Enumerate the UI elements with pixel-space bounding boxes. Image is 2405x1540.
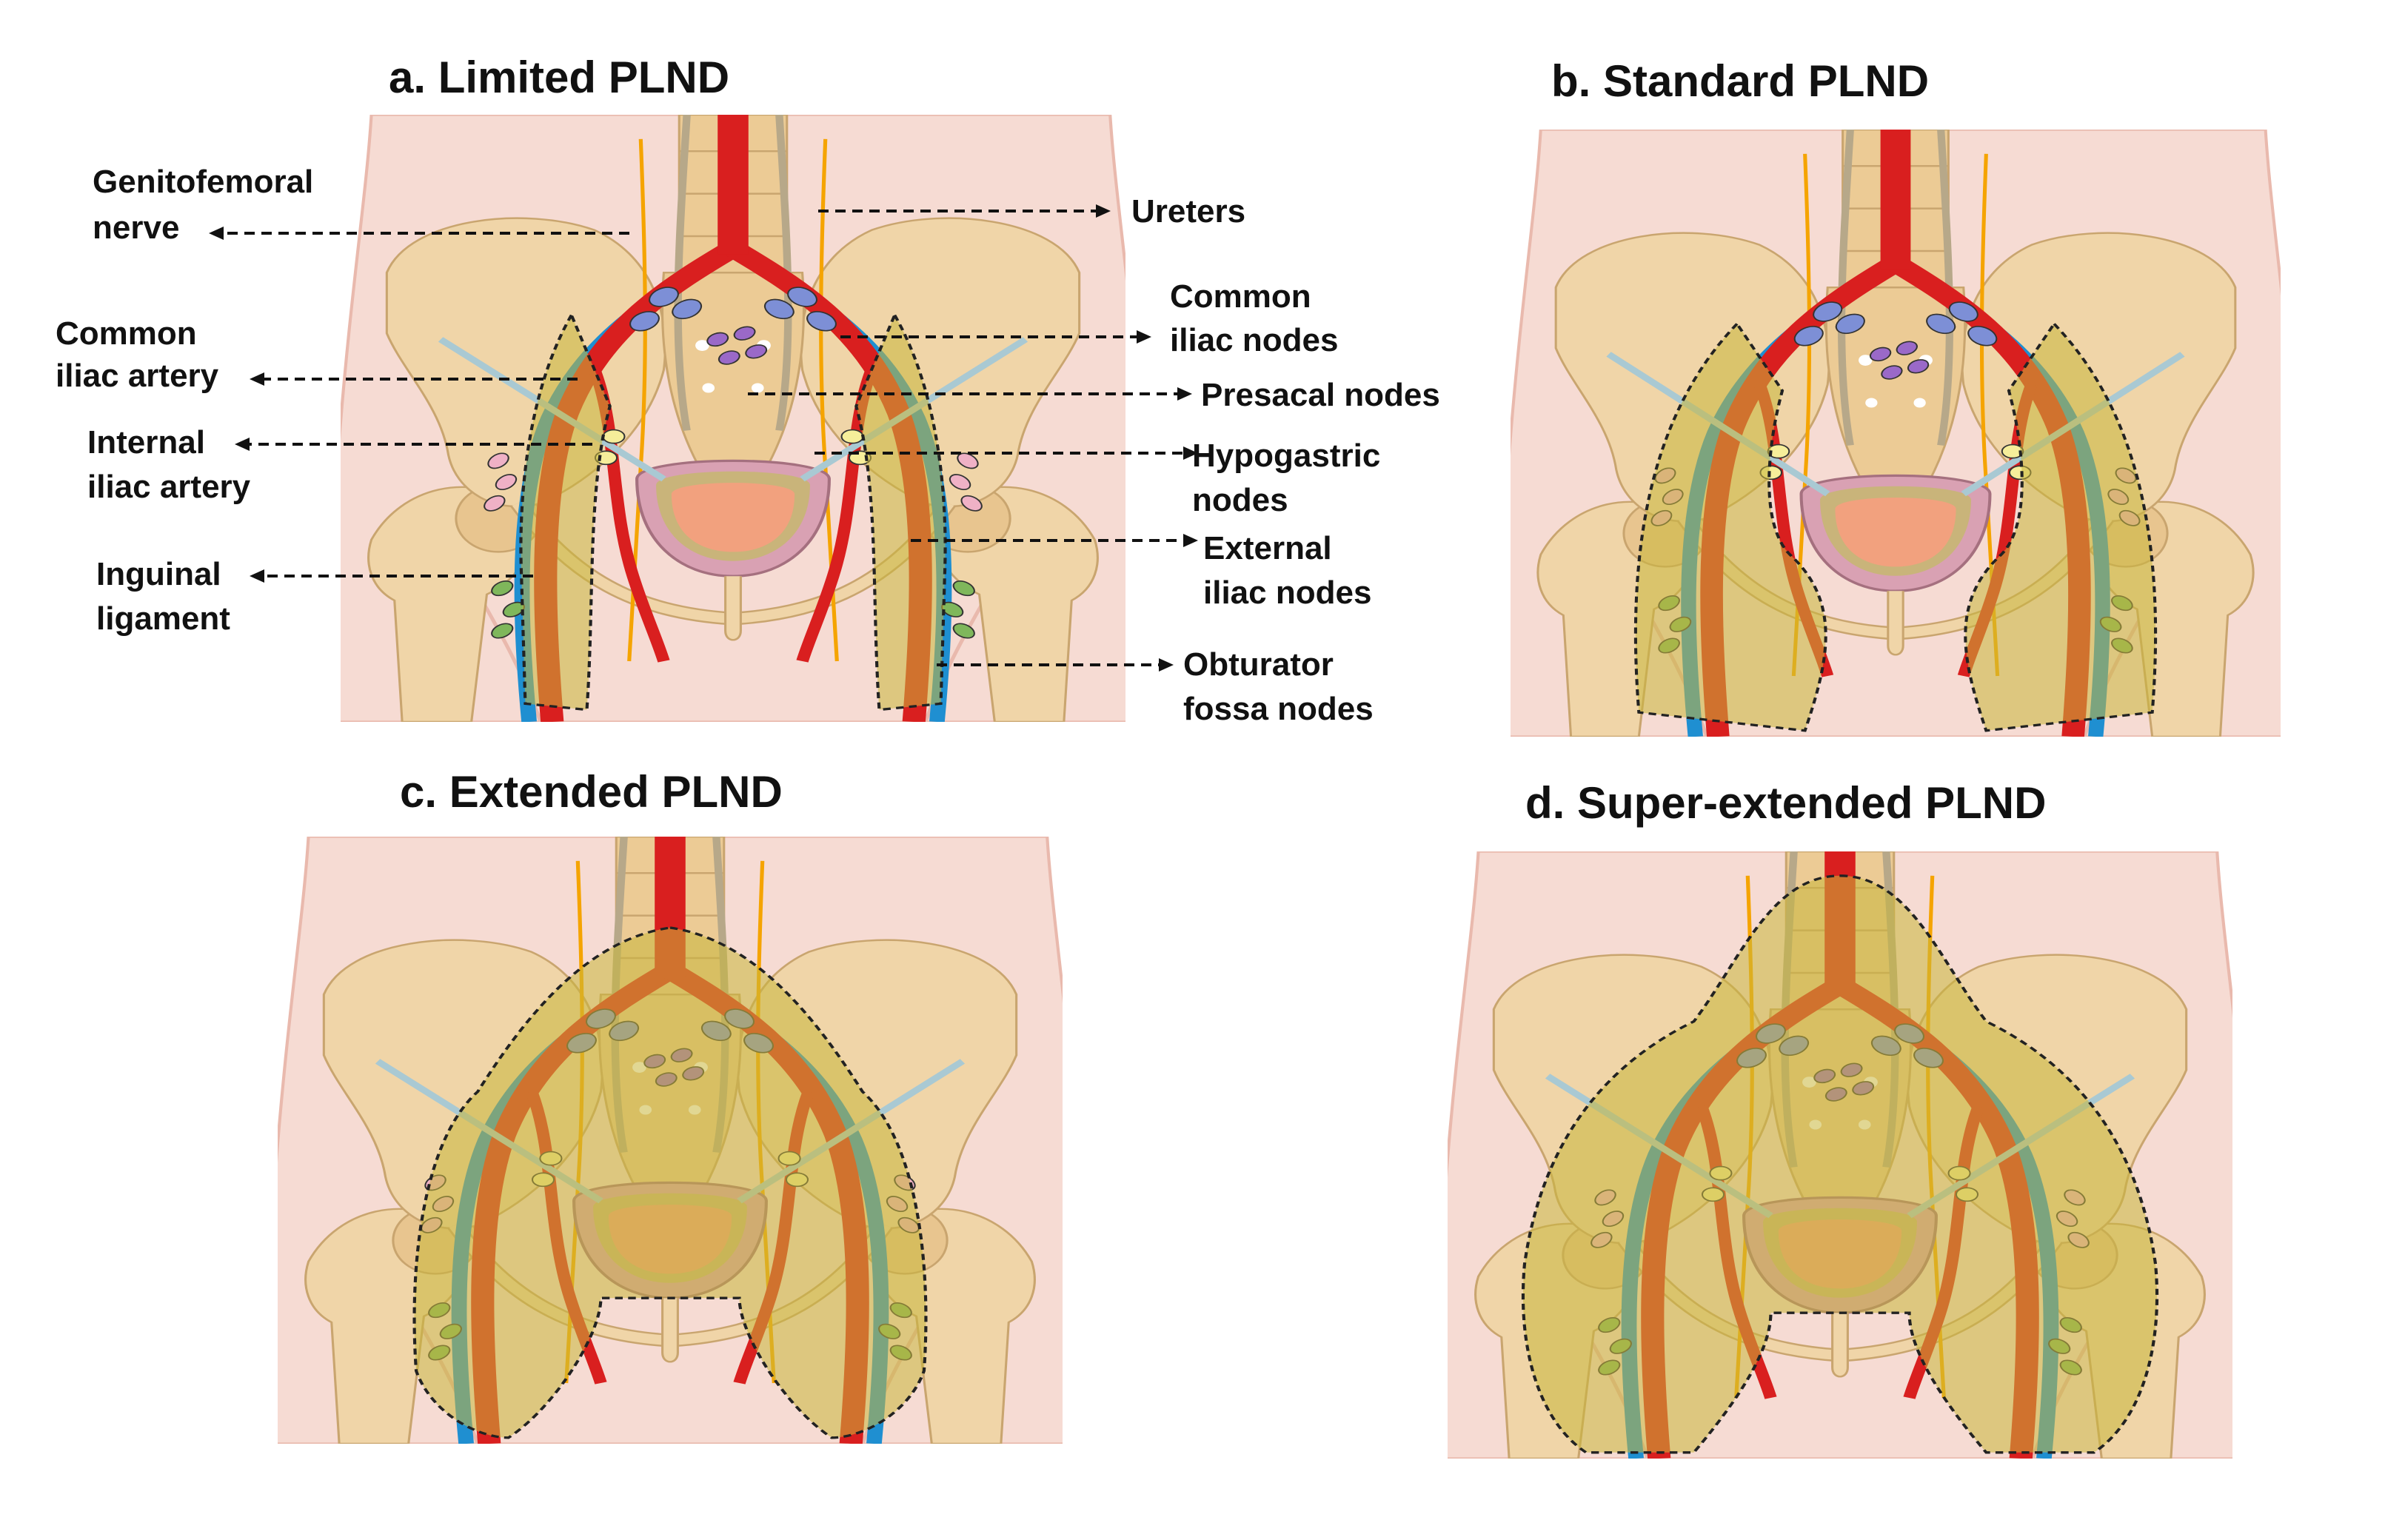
label-internal-iliac-artery-line1: Internal xyxy=(87,424,205,461)
label-obturator-fossa-nodes: Obturator fossa nodes xyxy=(937,646,1374,727)
label-external-iliac-line2: iliac nodes xyxy=(1203,575,1371,611)
label-obturator-line2: fossa nodes xyxy=(1183,691,1374,727)
label-inguinal-line1: Inguinal xyxy=(96,556,221,592)
label-common-iliac-nodes-line2: iliac nodes xyxy=(1170,322,1338,358)
label-hypogastric-nodes: Hypogastric nodes xyxy=(815,438,1380,518)
panel-d-title: d. Super-extended PLND xyxy=(1525,778,2046,828)
label-common-iliac-nodes: Common iliac nodes xyxy=(840,278,1338,358)
label-external-iliac-nodes: External iliac nodes xyxy=(911,530,1371,611)
label-common-iliac-artery-line2: iliac artery xyxy=(56,358,219,394)
label-common-iliac-artery: Common iliac artery xyxy=(56,315,578,394)
label-genitofemoral-line2: nerve xyxy=(93,210,179,246)
label-internal-iliac-artery-line2: iliac artery xyxy=(87,469,251,505)
label-presacral-text: Presacal nodes xyxy=(1201,377,1440,413)
label-genitofemoral-line1: Genitofemoral xyxy=(93,164,313,200)
panel-b: b. Standard PLND xyxy=(1496,56,2311,737)
panel-d: d. Super-extended PLND xyxy=(1432,778,2263,1459)
label-hypogastric-line1: Hypogastric xyxy=(1192,438,1380,474)
label-external-iliac-line1: External xyxy=(1203,530,1332,566)
label-obturator-line1: Obturator xyxy=(1183,646,1334,683)
label-inguinal-line2: ligament xyxy=(96,600,230,637)
panel-c-title: c. Extended PLND xyxy=(400,767,783,817)
label-hypogastric-line2: nodes xyxy=(1192,482,1288,518)
label-internal-iliac-artery: Internal iliac artery xyxy=(87,424,592,505)
label-presacral-nodes: Presacal nodes xyxy=(748,377,1440,413)
label-common-iliac-nodes-line1: Common xyxy=(1170,278,1311,315)
label-genitofemoral-nerve: Genitofemoral nerve xyxy=(93,164,629,246)
label-common-iliac-artery-line1: Common xyxy=(56,315,197,352)
label-inguinal-ligament: Inguinal ligament xyxy=(96,556,533,637)
panel-a: a. Limited PLND xyxy=(325,53,1156,722)
panel-b-title: b. Standard PLND xyxy=(1551,56,1929,106)
label-ureters: Ureters xyxy=(818,193,1245,230)
panel-a-title: a. Limited PLND xyxy=(389,53,729,102)
label-ureters-text: Ureters xyxy=(1131,193,1245,230)
panel-c: c. Extended PLND xyxy=(262,767,1093,1444)
